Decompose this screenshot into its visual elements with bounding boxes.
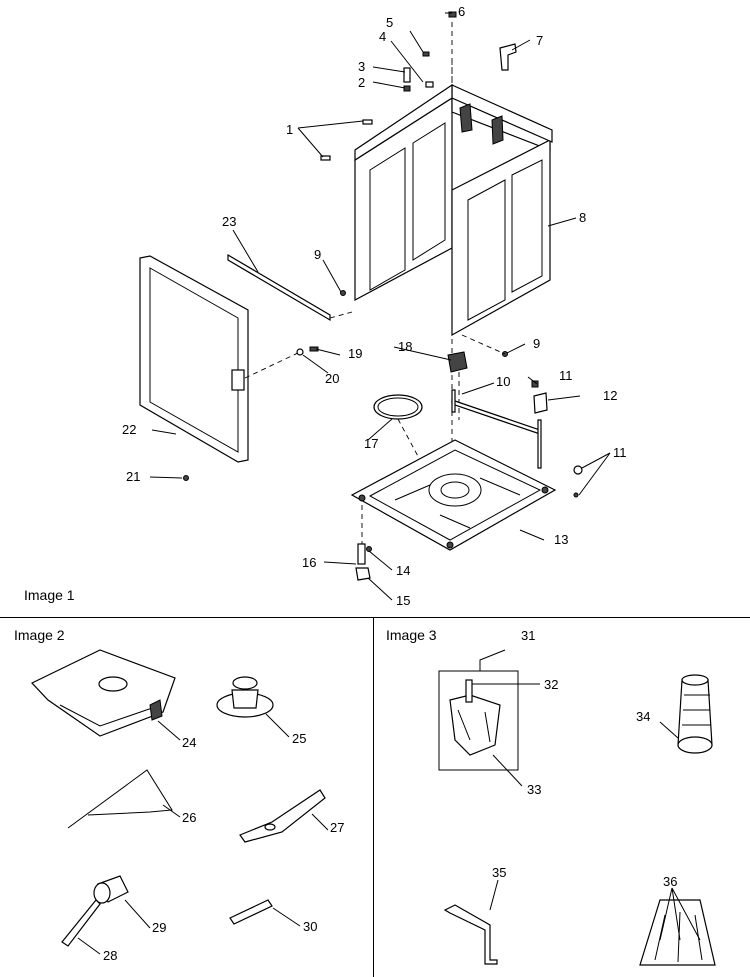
- part-1b: [320, 155, 331, 161]
- nut-14: [366, 546, 372, 552]
- callout-1: 1: [286, 122, 293, 137]
- leader-lines-image1: [149, 12, 611, 601]
- callout-8: 8: [579, 210, 586, 225]
- stem-28: [61, 899, 101, 947]
- front-panel-22: [139, 255, 249, 463]
- callout-2: 2: [358, 75, 365, 90]
- callout-19: 19: [348, 346, 362, 361]
- image2-parts: Image 2 24: [14, 627, 344, 963]
- section-title-image2: Image 2: [14, 627, 65, 643]
- cover-plate-24: [31, 649, 176, 737]
- valve-29: [93, 875, 129, 904]
- callout-20: 20: [325, 371, 339, 386]
- screw-21: [183, 475, 189, 481]
- callout-15: 15: [396, 593, 410, 608]
- callout-11-right: 11: [613, 445, 627, 460]
- foot-15: [355, 567, 371, 581]
- part-5: [422, 51, 430, 57]
- callout-12: 12: [603, 388, 617, 403]
- callout-36: 36: [663, 874, 677, 889]
- bracket-33: [449, 694, 501, 756]
- part-3: [403, 67, 411, 83]
- hub-25: [216, 676, 274, 718]
- part-18: [447, 351, 468, 373]
- callout-30: 30: [303, 919, 317, 934]
- screw-6: [448, 11, 457, 18]
- callout-17: 17: [364, 436, 378, 451]
- callout-22: 22: [122, 422, 136, 437]
- callout-34: 34: [636, 709, 650, 724]
- callout-9-right: 9: [533, 336, 540, 351]
- callout-4: 4: [379, 29, 386, 44]
- callout-27: 27: [330, 820, 344, 835]
- part-2: [403, 85, 411, 92]
- bracket-12: [533, 392, 548, 414]
- section-title-image1: Image 1: [24, 587, 75, 603]
- callout-16: 16: [302, 555, 316, 570]
- callout-14: 14: [396, 563, 410, 578]
- clip-7: [499, 43, 517, 71]
- callout-11-top: 11: [559, 368, 573, 383]
- filter-34: [677, 674, 713, 754]
- callout-5: 5: [386, 15, 393, 30]
- callout-28: 28: [103, 948, 117, 963]
- kit-box-31: [438, 670, 519, 771]
- part-20: [296, 348, 304, 356]
- arm-27: [239, 789, 326, 843]
- image3-parts: Image 3 31 32 34 33 35 36: [386, 627, 716, 966]
- callout-9-top: 9: [314, 247, 321, 262]
- leg-16: [357, 543, 366, 565]
- callout-3: 3: [358, 59, 365, 74]
- callout-25: 25: [292, 731, 306, 746]
- strip-23: [227, 253, 331, 322]
- rod-10: [451, 399, 541, 435]
- nut-11b: [573, 465, 583, 475]
- part-1a: [362, 119, 373, 125]
- basket-36: [639, 899, 716, 966]
- part-4: [425, 81, 434, 88]
- wire-26: [67, 769, 173, 829]
- callout-31: 31: [521, 628, 535, 643]
- callout-13: 13: [554, 532, 568, 547]
- callout-24: 24: [182, 735, 196, 750]
- callout-21: 21: [126, 469, 140, 484]
- screw-9a: [340, 290, 346, 296]
- pin-30: [229, 899, 273, 925]
- callout-29: 29: [152, 920, 166, 935]
- base-13: [350, 439, 557, 551]
- cabinet-shell: [354, 83, 553, 337]
- callout-7: 7: [536, 33, 543, 48]
- callout-23: 23: [222, 214, 236, 229]
- callout-26: 26: [182, 810, 196, 825]
- image1-cabinet-assembly: 6 5 4 7 3 2 1 8 23 9 18 9 19 20 10 11 12…: [24, 4, 627, 608]
- top-fasteners: [320, 11, 517, 161]
- belt-17: [373, 394, 423, 420]
- screw-11a: [531, 380, 539, 388]
- bracket-35: [443, 904, 498, 965]
- section-title-image3: Image 3: [386, 627, 437, 643]
- callout-18: 18: [398, 339, 412, 354]
- callout-10: 10: [496, 374, 510, 389]
- callout-32: 32: [544, 677, 558, 692]
- callout-35: 35: [492, 865, 506, 880]
- callout-6: 6: [458, 4, 465, 19]
- callout-33: 33: [527, 782, 541, 797]
- screw-32: [465, 679, 473, 703]
